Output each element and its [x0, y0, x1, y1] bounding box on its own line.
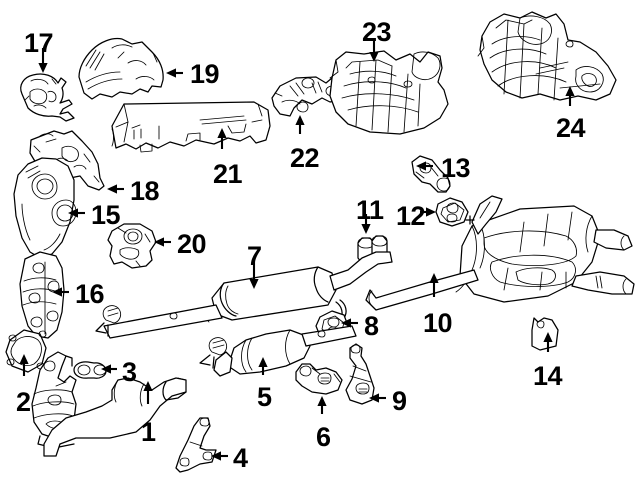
callout-leader-lines [19, 38, 575, 461]
callout-label-6[interactable]: 6 [316, 422, 331, 452]
part-16-manifold-heat-shield-lower [19, 251, 65, 339]
callout-arrow-23 [369, 38, 379, 62]
part-9-rear-hanger-bracket [345, 343, 375, 405]
callout-label-18[interactable]: 18 [130, 176, 160, 206]
arrowhead-19 [166, 68, 176, 78]
callout-label-11[interactable]: 11 [356, 195, 384, 225]
callout-label-13[interactable]: 13 [441, 153, 471, 183]
arrowhead-2 [19, 354, 29, 364]
callout-arrow-17 [38, 48, 48, 73]
arrowhead-22 [295, 115, 305, 125]
arrowhead-16 [52, 287, 62, 297]
callout-label-5[interactable]: 5 [257, 382, 272, 412]
callout-label-12[interactable]: 12 [396, 201, 426, 231]
callout-arrow-4 [211, 451, 228, 461]
callout-label-19[interactable]: 19 [190, 59, 220, 89]
arrowhead-4 [211, 451, 221, 461]
callout-arrow-15 [68, 208, 85, 218]
arrowhead-18 [107, 184, 117, 194]
arrowhead-14 [543, 332, 553, 342]
callout-label-22[interactable]: 22 [290, 143, 320, 173]
callout-label-16[interactable]: 16 [75, 279, 105, 309]
part-3-pipe-link-bracket [73, 361, 107, 379]
callout-label-4[interactable]: 4 [233, 443, 248, 473]
callout-label-2[interactable]: 2 [16, 387, 31, 417]
callout-arrow-9 [369, 393, 386, 403]
callout-label-21[interactable]: 21 [213, 159, 243, 189]
arrowhead-12 [426, 207, 436, 217]
part-5-diesel-particulate-filter [199, 325, 357, 377]
callout-label-14[interactable]: 14 [533, 361, 563, 391]
callout-arrow-10 [429, 273, 439, 297]
part-catalytic-converter-assembly [31, 351, 77, 449]
arrowhead-21 [217, 128, 227, 138]
callout-arrow-22 [295, 115, 305, 134]
callout-label-8[interactable]: 8 [364, 311, 379, 341]
callout-label-20[interactable]: 20 [177, 229, 207, 259]
callout-label-1[interactable]: 1 [141, 417, 156, 447]
callout-arrow-18 [107, 184, 124, 194]
callout-arrow-5 [258, 357, 268, 375]
callout-arrow-3 [101, 364, 117, 374]
part-10-rear-muffler-tailpipe-assembly [365, 195, 635, 311]
arrowhead-5 [258, 357, 268, 367]
callout-arrow-2 [19, 354, 29, 376]
callout-arrow-7 [249, 259, 259, 289]
part-7-center-muffler-resonator [95, 251, 393, 339]
part-6-hanger-clamp [295, 363, 343, 395]
arrowhead-17 [38, 63, 48, 73]
part-19-engine-compartment-heat-shield [78, 37, 164, 100]
callout-arrow-19 [166, 68, 183, 78]
callout-arrow-13 [416, 161, 433, 171]
callout-label-7[interactable]: 7 [247, 241, 262, 271]
callout-label-17[interactable]: 17 [24, 28, 54, 58]
arrowhead-20 [154, 237, 164, 247]
part-20-exhaust-mounting-bracket [107, 223, 157, 269]
part-4-exhaust-support-bracket [175, 417, 217, 473]
callout-label-24[interactable]: 24 [556, 113, 586, 143]
arrowhead-15 [68, 208, 78, 218]
arrowhead-8 [341, 318, 351, 328]
part-23-underbody-heat-shield-left [329, 50, 449, 135]
arrowhead-11 [361, 224, 371, 234]
arrowhead-10 [429, 273, 439, 283]
callout-arrow-8 [341, 318, 358, 328]
arrowhead-13 [416, 161, 426, 171]
part-2-exhaust-manifold-gasket [5, 329, 47, 373]
part-21-center-tunnel-heat-shield [111, 101, 271, 153]
callout-label-15[interactable]: 15 [91, 200, 121, 230]
part-24-underbody-heat-shield-rear [477, 11, 617, 101]
callout-arrow-12 [420, 207, 436, 217]
callout-arrow-1 [143, 381, 153, 404]
callout-arrow-16 [52, 287, 69, 297]
part-12-exhaust-flange-gasket [435, 197, 469, 227]
part-17-turbocharger-heat-shield [20, 73, 75, 122]
callout-arrow-24 [565, 86, 575, 106]
arrowhead-9 [369, 393, 379, 403]
callout-arrow-11 [361, 214, 371, 234]
arrowhead-3 [101, 364, 111, 374]
callout-label-23[interactable]: 23 [362, 17, 392, 47]
callout-label-9[interactable]: 9 [392, 386, 407, 416]
callout-label-3[interactable]: 3 [122, 357, 137, 387]
callout-arrow-20 [154, 237, 171, 247]
arrowhead-1 [143, 381, 153, 391]
callout-label-10[interactable]: 10 [423, 308, 453, 338]
arrowhead-6 [317, 396, 327, 406]
callout-arrow-21 [217, 128, 227, 149]
part-15-manifold-heat-shield-upper [13, 157, 77, 259]
callout-arrow-6 [317, 396, 327, 414]
callout-arrow-14 [543, 332, 553, 352]
arrowhead-7 [249, 279, 259, 289]
part-14-rear-heat-shield-plate [531, 317, 559, 351]
arrowhead-23 [369, 52, 379, 62]
part-22-exhaust-pipe-heat-shield [271, 76, 345, 117]
arrowhead-24 [565, 86, 575, 96]
